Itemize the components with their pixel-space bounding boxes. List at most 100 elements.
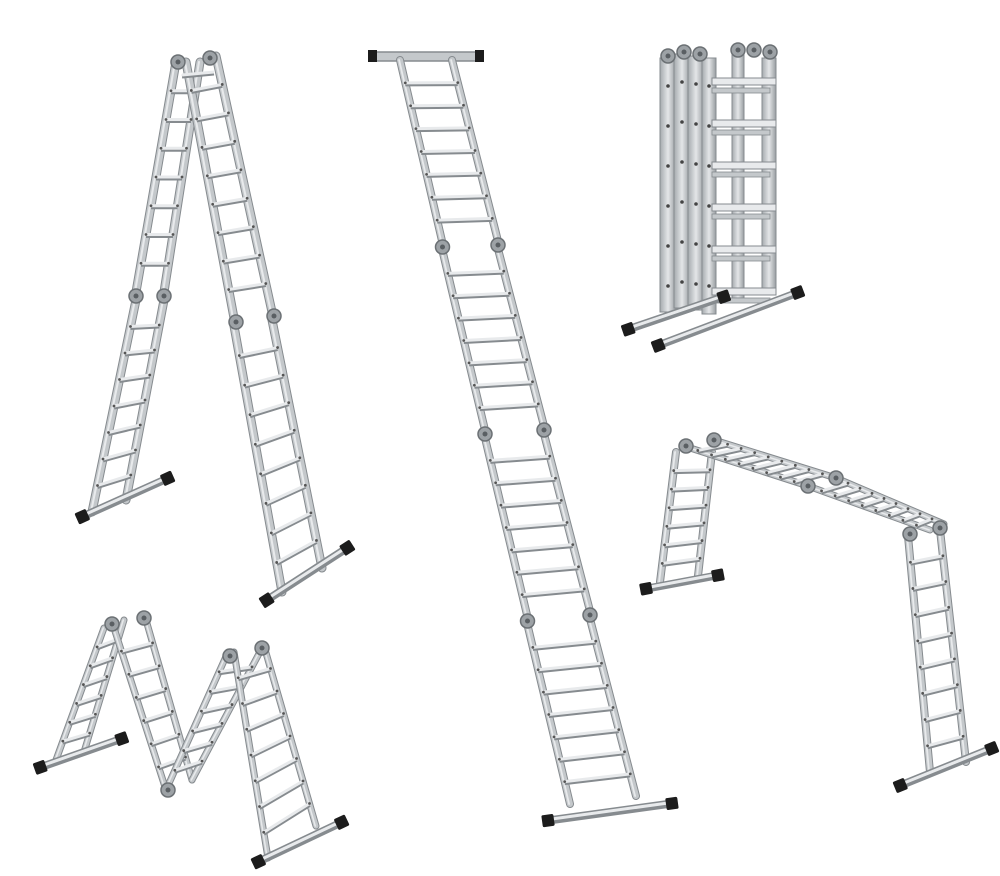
rung [564,772,631,784]
rung [543,683,608,694]
rung [752,459,783,470]
foot-cap [716,289,731,304]
rung [143,709,173,723]
rung [82,675,108,686]
rung [738,455,769,466]
rung [228,282,267,292]
rung [69,712,96,724]
rung [212,196,248,206]
rung [258,779,304,808]
rung [506,521,568,529]
rung [516,565,579,574]
rung [559,750,625,761]
rung [97,473,132,487]
rung [191,82,223,92]
rung [711,203,777,212]
rung [669,503,707,510]
rung [711,287,777,296]
rung [426,171,481,176]
rung [102,448,136,461]
rung [780,468,810,479]
rung [207,168,242,178]
foot-cap [650,338,666,353]
rung [553,728,619,739]
rung [766,463,796,475]
foot-cap [74,509,90,525]
foot-cap [541,813,555,828]
foot-cap [368,50,377,62]
rung [453,291,510,298]
foot-cap [621,322,636,337]
rung [490,454,550,462]
rung [711,77,777,86]
foot-cap [32,760,48,775]
rung [511,543,573,552]
foot-cap [114,731,130,746]
rung [875,502,897,512]
rung [246,712,285,731]
rung [495,476,556,485]
rung [124,348,155,355]
foot-cap [639,581,653,596]
m-shape-ladder [32,610,350,870]
rung [711,119,777,128]
rung [458,313,516,320]
rung [270,511,312,535]
rung [793,472,823,484]
rung [183,740,213,753]
rung [130,323,160,328]
rung [249,401,290,417]
rung [915,517,933,527]
rung [76,694,102,705]
rung [437,216,493,222]
rung [673,468,711,473]
rung [834,486,861,498]
foot-cap [339,540,356,556]
rung [463,336,522,342]
rung [848,491,873,503]
rung [725,451,755,461]
rung [113,398,146,408]
rung [522,587,585,597]
rung [250,734,291,757]
rung [108,423,141,434]
rung [174,759,203,772]
rung [917,631,952,643]
rung [128,664,160,676]
foot-cap [334,814,350,830]
rung [275,539,318,564]
folded-rail [701,57,717,315]
rung [919,657,955,669]
rung [902,512,921,522]
rung [421,149,476,153]
rung [254,428,295,446]
rung [181,70,215,77]
rung [447,269,504,275]
foot-cap [892,778,908,793]
foot-cap [250,854,266,870]
scaffold-bridge-ladder [639,432,1000,793]
rung [915,605,949,617]
rung [537,661,602,672]
foot-cap [160,470,176,486]
rung [474,380,533,387]
rung [410,103,464,108]
rung [861,497,885,507]
rung [912,580,947,590]
rung [711,161,777,170]
rung [532,639,596,649]
rung [201,139,235,149]
rung [666,521,705,528]
rung [201,703,233,713]
rung [500,498,562,507]
straight-extension-ladder [368,50,679,828]
rung [254,757,298,783]
foot-cap [475,50,484,62]
rung [711,446,742,457]
rung [239,346,278,358]
rung [237,667,271,680]
rung [223,253,260,263]
rung [62,731,91,743]
